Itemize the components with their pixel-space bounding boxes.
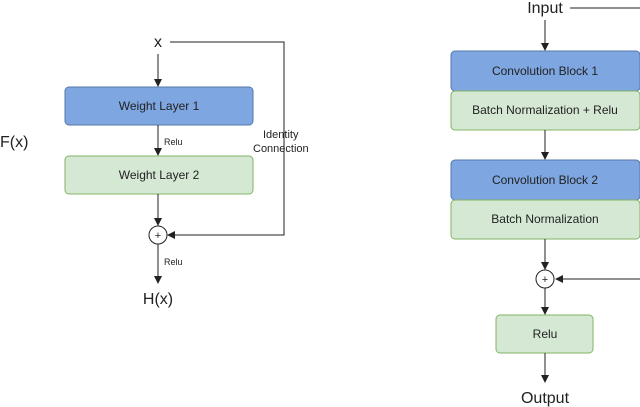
- weight-layer-2-box: [64, 155, 254, 195]
- left-input-label: x: [154, 34, 162, 51]
- relu-label: Relu: [533, 327, 558, 341]
- relu-label-2: Relu: [164, 257, 183, 267]
- left-output-label: H(x): [143, 291, 173, 308]
- left-residual-diagram: x F(x) Weight Layer 1 Relu Weight Layer …: [0, 34, 309, 308]
- right-output-label: Output: [521, 390, 570, 407]
- left-fx-label: F(x): [0, 134, 28, 151]
- weight-layer-1-box: [64, 86, 254, 126]
- right-network-diagram: Input Convolution Block 1 Batch Normaliz…: [450, 0, 640, 407]
- right-plus-sign: +: [542, 274, 548, 286]
- weight-layer-1-label: Weight Layer 1: [119, 99, 200, 113]
- conv-block-2-label: Convolution Block 2: [492, 173, 598, 187]
- identity-connection-path: [167, 41, 285, 239]
- conv-block-1-label: Convolution Block 1: [492, 64, 598, 78]
- left-plus-sign: +: [155, 230, 161, 242]
- identity-label-line1: Identity: [263, 129, 299, 141]
- bn-relu-label: Batch Normalization + Relu: [472, 103, 618, 117]
- relu-label-1: Relu: [164, 137, 183, 147]
- bn-label: Batch Normalization: [491, 212, 598, 226]
- right-input-label: Input: [527, 0, 563, 17]
- weight-layer-2-label: Weight Layer 2: [119, 168, 200, 182]
- identity-label-line2: Connection: [253, 143, 309, 155]
